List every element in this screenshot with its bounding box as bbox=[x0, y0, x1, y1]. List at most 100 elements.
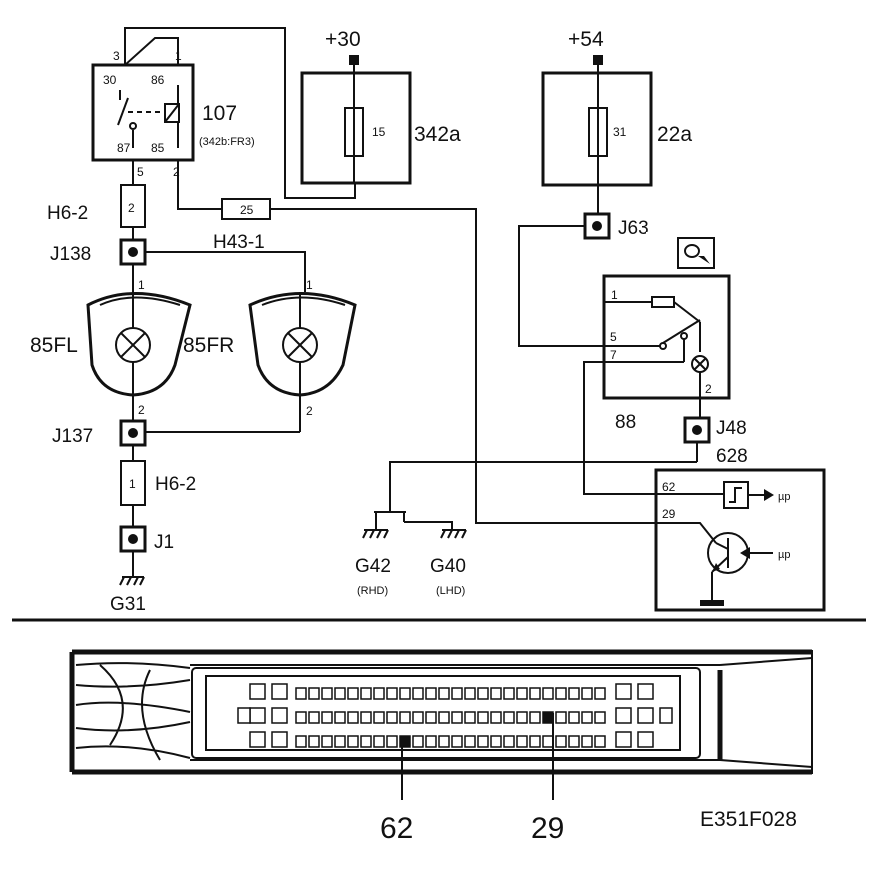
h6-bottom-pin: 1 bbox=[129, 477, 136, 491]
connector-pin bbox=[555, 735, 567, 748]
connector-pin bbox=[615, 683, 632, 700]
connector-pin bbox=[373, 711, 385, 724]
lamp-85fl: 1 85FL bbox=[30, 278, 192, 397]
connector-pin bbox=[237, 707, 251, 724]
connector-pin bbox=[334, 687, 346, 700]
connector-pin bbox=[249, 731, 266, 748]
relay-pin-3: 3 bbox=[113, 49, 120, 63]
lamp-fr-pin-1: 1 bbox=[306, 278, 313, 292]
connector-pin bbox=[360, 711, 372, 724]
connector-pin bbox=[615, 707, 632, 724]
connector-pin bbox=[464, 735, 476, 748]
fuse-id-342a: 342a bbox=[414, 123, 461, 146]
connector-pin bbox=[637, 683, 654, 700]
connector-pin bbox=[347, 711, 359, 724]
connector-pin bbox=[295, 687, 307, 700]
relay-107: 30 86 87 85 3 1 5 2 107 (342b:FR3) bbox=[91, 49, 255, 179]
connector-pin bbox=[438, 735, 450, 748]
connector-pin bbox=[516, 687, 528, 700]
connector-pin bbox=[425, 735, 437, 748]
supply-plus30: +30 bbox=[325, 28, 361, 51]
connector-pin bbox=[360, 735, 372, 748]
connector-pin bbox=[516, 711, 528, 724]
switch-88-box bbox=[602, 274, 731, 400]
lamp-85fr: 1 2 85FR bbox=[183, 278, 357, 432]
switch-pin-7: 7 bbox=[610, 348, 617, 362]
lamp-fl-pin-1: 1 bbox=[138, 278, 145, 292]
connector-pin bbox=[451, 687, 463, 700]
ground-g31: G31 bbox=[110, 576, 146, 615]
connector-pin bbox=[555, 711, 567, 724]
figure-code: E351F028 bbox=[700, 808, 797, 831]
switch-pin-5: 5 bbox=[610, 330, 617, 344]
connector-pin bbox=[555, 687, 567, 700]
connector-j1-label: J1 bbox=[154, 532, 174, 553]
connector-pin bbox=[477, 687, 489, 700]
h43-label: H43-1 bbox=[213, 232, 265, 253]
ecu-628-box bbox=[654, 468, 826, 612]
h6-top-label: H6-2 bbox=[47, 203, 88, 224]
ground-g42-g40: G42 (RHD) G40 (LHD) bbox=[355, 505, 467, 597]
lamp-fl-pin-2: 2 bbox=[138, 403, 145, 417]
connector-pin bbox=[568, 687, 580, 700]
connector-pin bbox=[373, 735, 385, 748]
fuse-342a: +30 15 342a bbox=[300, 28, 461, 185]
relay-pin-5: 5 bbox=[137, 165, 144, 179]
connector-pin bbox=[503, 735, 515, 748]
connector-pin bbox=[503, 687, 515, 700]
switch-pin-1: 1 bbox=[611, 288, 618, 302]
connector-pin bbox=[271, 731, 288, 748]
ground-g31-label: G31 bbox=[110, 594, 146, 615]
ecu-628: 628 62 29 µp µp bbox=[654, 446, 826, 612]
connector-pin bbox=[568, 711, 580, 724]
relay-pin-85: 85 bbox=[151, 141, 165, 155]
connector-pin bbox=[516, 735, 528, 748]
connector-pin bbox=[249, 707, 266, 724]
connector-pin bbox=[347, 735, 359, 748]
connector-pin bbox=[542, 711, 554, 724]
connector-pin bbox=[321, 735, 333, 748]
connector-pin bbox=[594, 687, 606, 700]
callout-62: 62 bbox=[380, 812, 413, 845]
connector-pin bbox=[308, 735, 320, 748]
relay-pin-87: 87 bbox=[117, 141, 131, 155]
connector-pin bbox=[271, 683, 288, 700]
relay-ref: (342b:FR3) bbox=[199, 136, 255, 148]
connector-pin bbox=[464, 711, 476, 724]
connector-pin bbox=[659, 707, 673, 724]
lamp-fl-label: 85FL bbox=[30, 334, 78, 357]
ecu-connector-drawing: 62 29 bbox=[69, 649, 813, 845]
connector-pin bbox=[412, 687, 424, 700]
connector-pin bbox=[295, 735, 307, 748]
relay-id: 107 bbox=[202, 102, 237, 125]
ecu-628-label: 628 bbox=[716, 446, 748, 467]
connector-pin bbox=[360, 687, 372, 700]
connector-pin bbox=[334, 711, 346, 724]
callout-29: 29 bbox=[531, 812, 564, 845]
connector-pin bbox=[490, 711, 502, 724]
connector-pin bbox=[637, 731, 654, 748]
connector-pin bbox=[386, 735, 398, 748]
connector-j138-label: J138 bbox=[50, 244, 91, 265]
connector-j63 bbox=[583, 212, 611, 240]
connector-pin bbox=[386, 687, 398, 700]
connector-pin bbox=[249, 683, 266, 700]
connector-j137-label: J137 bbox=[52, 426, 93, 447]
connector-pin bbox=[490, 687, 502, 700]
connector-pin bbox=[581, 687, 593, 700]
switch-88-label: 88 bbox=[615, 412, 636, 433]
connector-pin bbox=[615, 731, 632, 748]
ground-g42-label: G42 bbox=[355, 556, 391, 577]
fuse-id-22a: 22a bbox=[657, 123, 692, 146]
connector-pin bbox=[542, 735, 554, 748]
connector-pin bbox=[451, 735, 463, 748]
connector-pin-grid bbox=[237, 683, 673, 748]
connector-pin bbox=[438, 711, 450, 724]
connector-pin bbox=[451, 711, 463, 724]
connector-pin bbox=[321, 711, 333, 724]
ground-g40-note: (LHD) bbox=[436, 585, 465, 597]
connector-pin bbox=[490, 735, 502, 748]
ecu-pin-29: 29 bbox=[662, 507, 676, 521]
connector-j137 bbox=[119, 419, 147, 447]
connector-pin bbox=[529, 735, 541, 748]
